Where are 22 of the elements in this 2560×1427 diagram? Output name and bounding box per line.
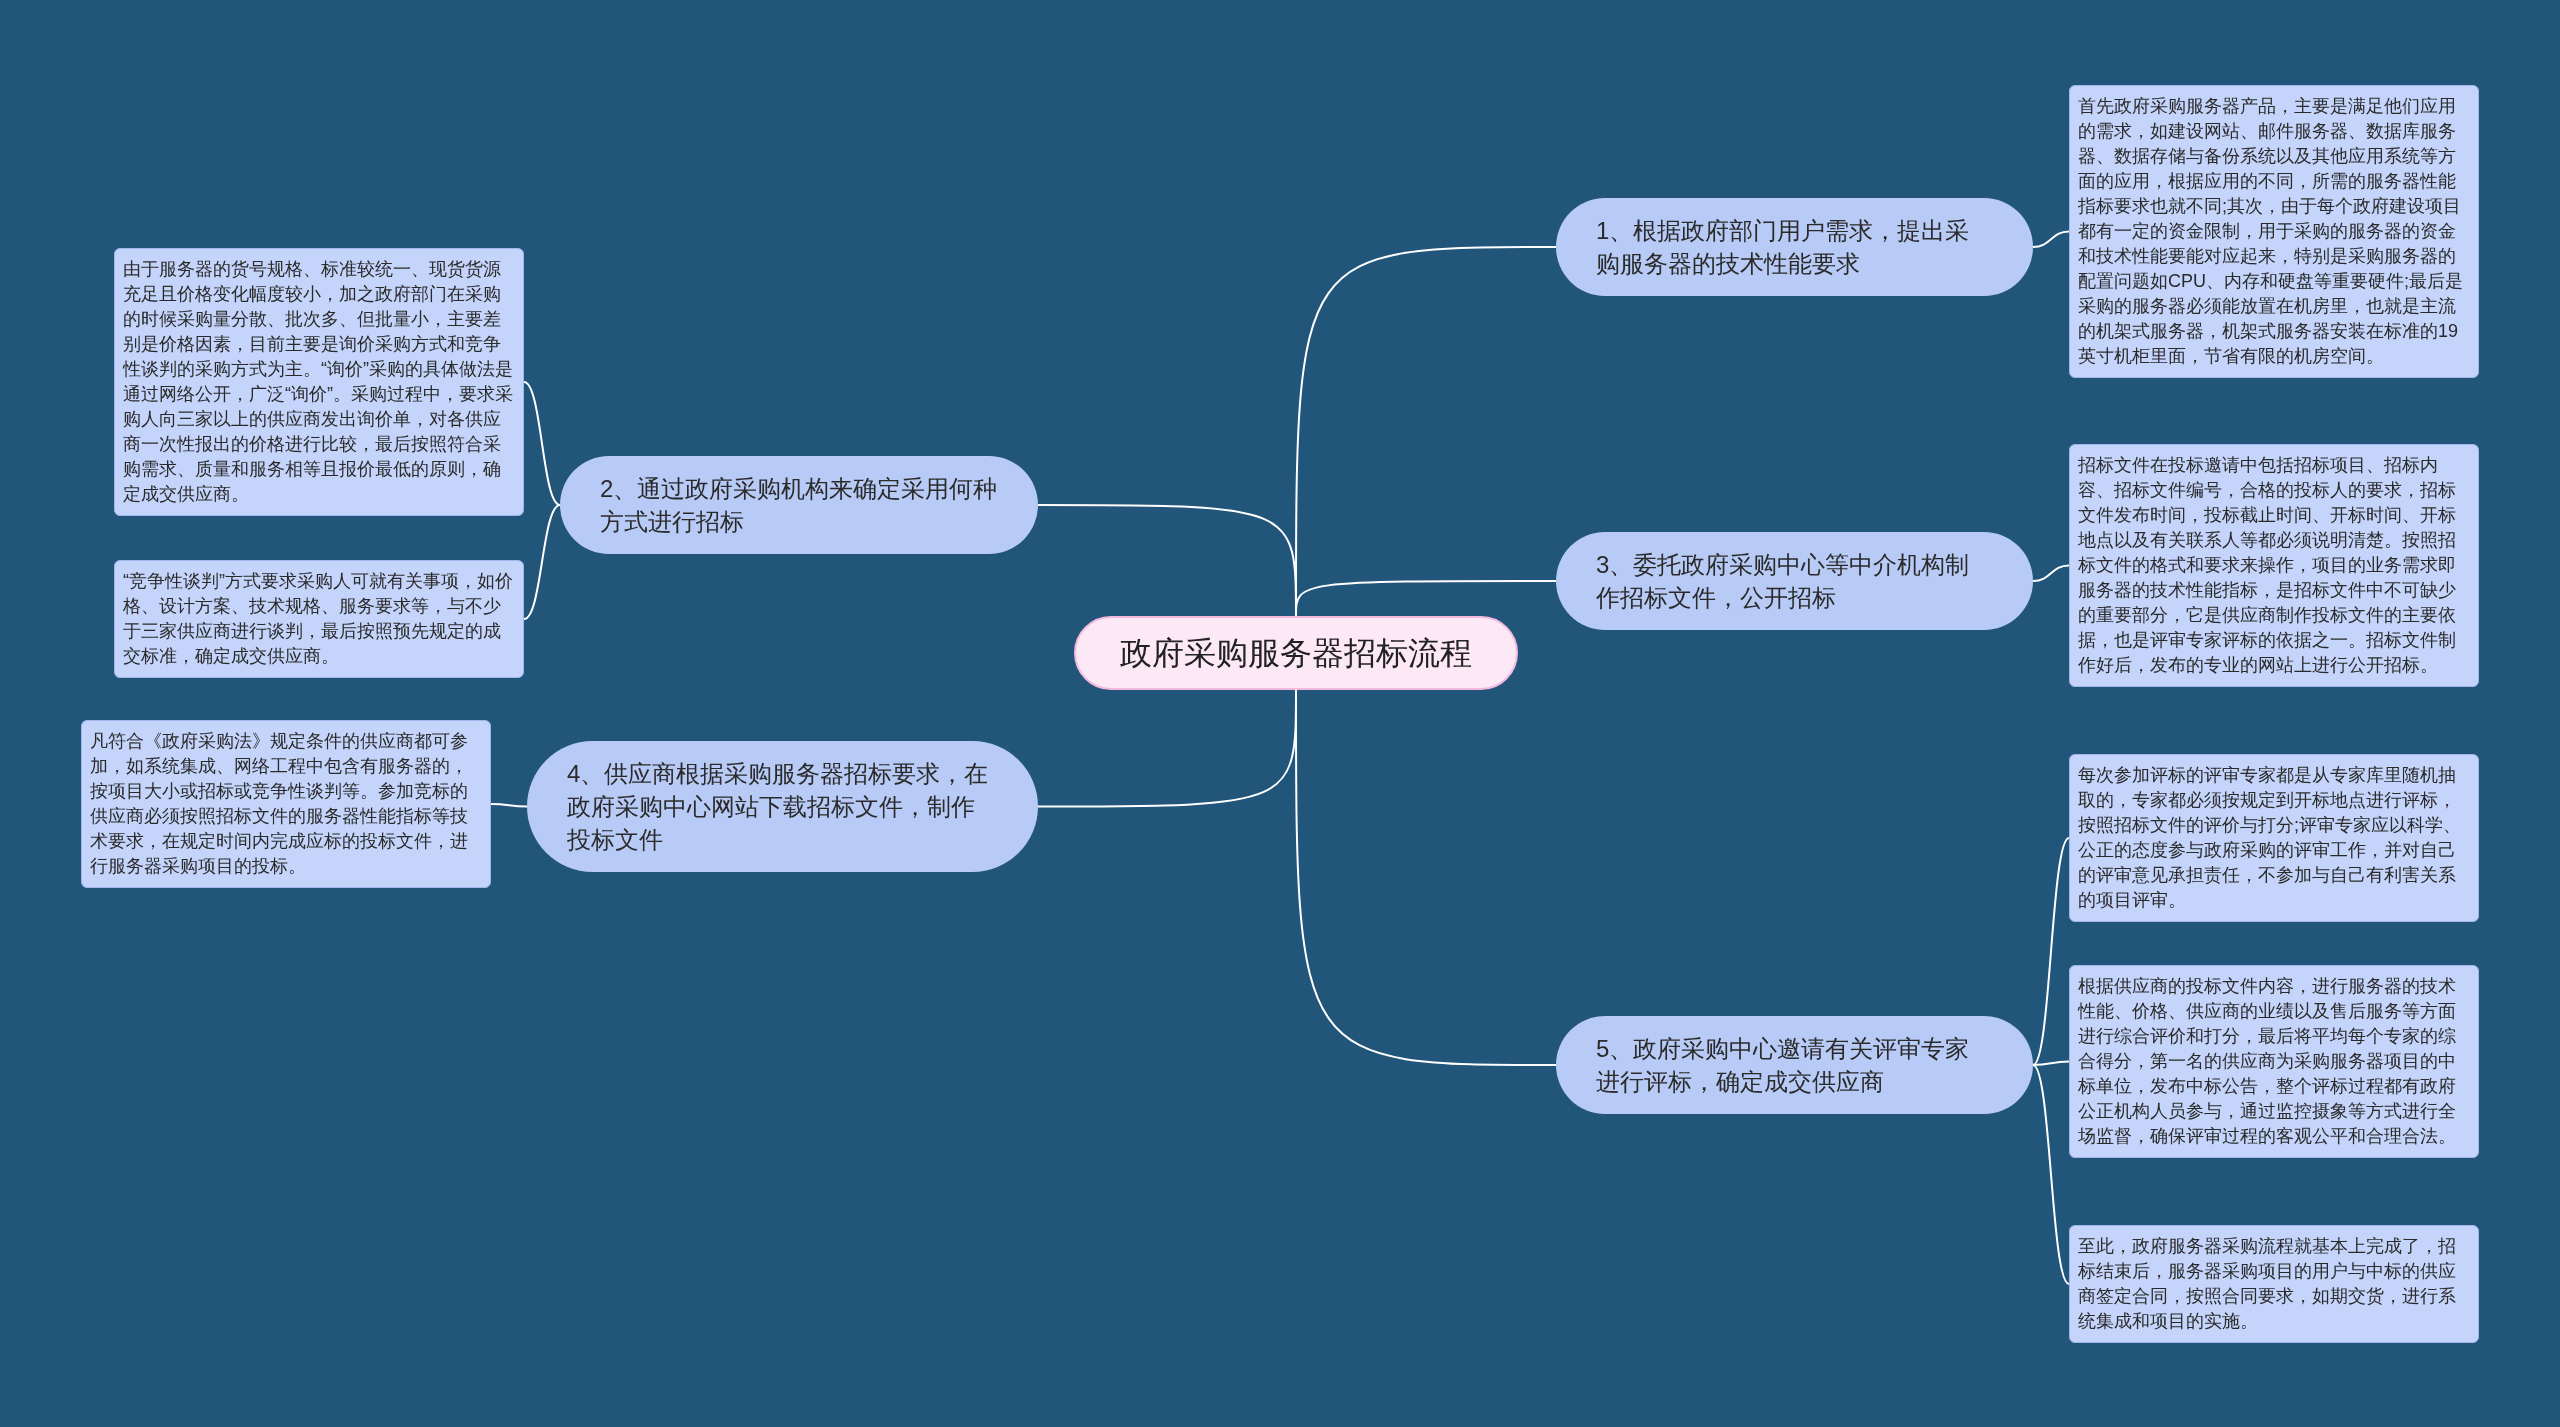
- note-card: 招标文件在投标邀请中包括招标项目、招标内容、招标文件编号，合格的投标人的要求，招标文件发布时间，投标截止时间、开标时间、开标地点以及有关联系人等都必须说明清楚。按照招标文件的格式和要求来操作，项目的业务需求即服务器的技术性能指标，是招标文件中不可缺少的重要部分，它是供应商制作投标文件的主要依据，也是评审专家评标的依据之一。招标文件制作好后，发布的专业的网站上进行公开招标。: [2069, 444, 2479, 687]
- connector-line: [523, 381, 561, 506]
- note-card: “竞争性谈判”方式要求采购人可就有关事项，如价格、设计方案、技术规格、服务要求等，与不少于三家供应商进行谈判，最后按照预先规定的成交标准，确定成交供应商。: [114, 560, 524, 678]
- note-card: 每次参加评标的评审专家都是从专家库里随机抽取的，专家都必须按规定到开标地点进行评标，按照招标文件的评价与打分;评审专家应以科学、公正的态度参与政府采购的评审工作，并对自己的评审意见承担责任，不参加与自己有利害关系的项目评审。: [2069, 754, 2479, 922]
- connector-line: [523, 504, 561, 620]
- topic-pill: 1、根据政府部门用户需求，提出采购服务器的技术性能要求: [1556, 198, 2033, 296]
- topic-pill: 5、政府采购中心邀请有关评审专家进行评标，确定成交供应商: [1556, 1016, 2033, 1114]
- note-card: 由于服务器的货号规格、标准较统一、现货货源充足且价格变化幅度较小，加之政府部门在采购的时候采购量分散、批次多、但批量小，主要差别是价格因素，目前主要是询价采购方式和竞争性谈判的采购方式为主。“询价”采购的具体做法是通过网络公开，广泛“询价”。采购过程中，要求采购人向三家以上的供应商发出询价单，对各供应商一次性报出的价格进行比较，最后按照符合采购需求、质量和服务相等且报价最低的原则，确定成交供应商。: [114, 248, 524, 516]
- connector-line: [2032, 230, 2070, 248]
- note-card: 至此，政府服务器采购流程就基本上完成了，招标结束后，服务器采购项目的用户与中标的供应商签定合同，按照合同要求，如期交货，进行系统集成和项目的实施。: [2069, 1225, 2479, 1343]
- central-topic: 政府采购服务器招标流程: [1074, 616, 1518, 690]
- topic-pill: 3、委托政府采购中心等中介机构制作招标文件，公开招标: [1556, 532, 2033, 630]
- note-card: 凡符合《政府采购法》规定条件的供应商都可参加，如系统集成、网络工程中包含有服务器的，按项目大小或招标或竞争性谈判等。参加竞标的供应商必须按照招标文件的服务器性能指标等技术要求，在规定时间内完成应标的投标文件，进行服务器采购项目的投标。: [81, 720, 491, 888]
- topic-pill: 2、通过政府采购机构来确定采用何种方式进行招标: [560, 456, 1038, 554]
- note-card: 首先政府采购服务器产品，主要是满足他们应用的需求，如建设网站、邮件服务器、数据库服务器、数据存储与备份系统以及其他应用系统等方面的应用，根据应用的不同，所需的服务器性能指标要求也就不同;其次，由于每个政府建设项目都有一定的资金限制，用于采购的服务器的资金和技术性能要能对应起来，特别是采购服务器的配置问题如CPU、内存和硬盘等重要硬件;最后是采购的服务器必须能放置在机房里，也就是主流的机架式服务器，机架式服务器安装在标准的19英寸机柜里面，节省有限的机房空间。: [2069, 85, 2479, 378]
- connector-line: [2032, 837, 2070, 1066]
- connector-line: [2032, 1064, 2070, 1285]
- connector-line: [2032, 1060, 2070, 1066]
- note-card: 根据供应商的投标文件内容，进行服务器的技术性能、价格、供应商的业绩以及售后服务等方面进行综合评价和打分，最后将平均每个专家的综合得分，第一名的供应商为采购服务器项目的中标单位，发布中标公告，整个评标过程都有政府公正机构人员参与，通过监控摄象等方式进行全场监督，确保评审过程的客观公平和合理合法。: [2069, 965, 2479, 1158]
- topic-pill: 4、供应商根据采购服务器招标要求，在政府采购中心网站下载招标文件，制作投标文件: [527, 741, 1038, 872]
- connector-line: [490, 803, 528, 808]
- connector-line: [2032, 564, 2070, 582]
